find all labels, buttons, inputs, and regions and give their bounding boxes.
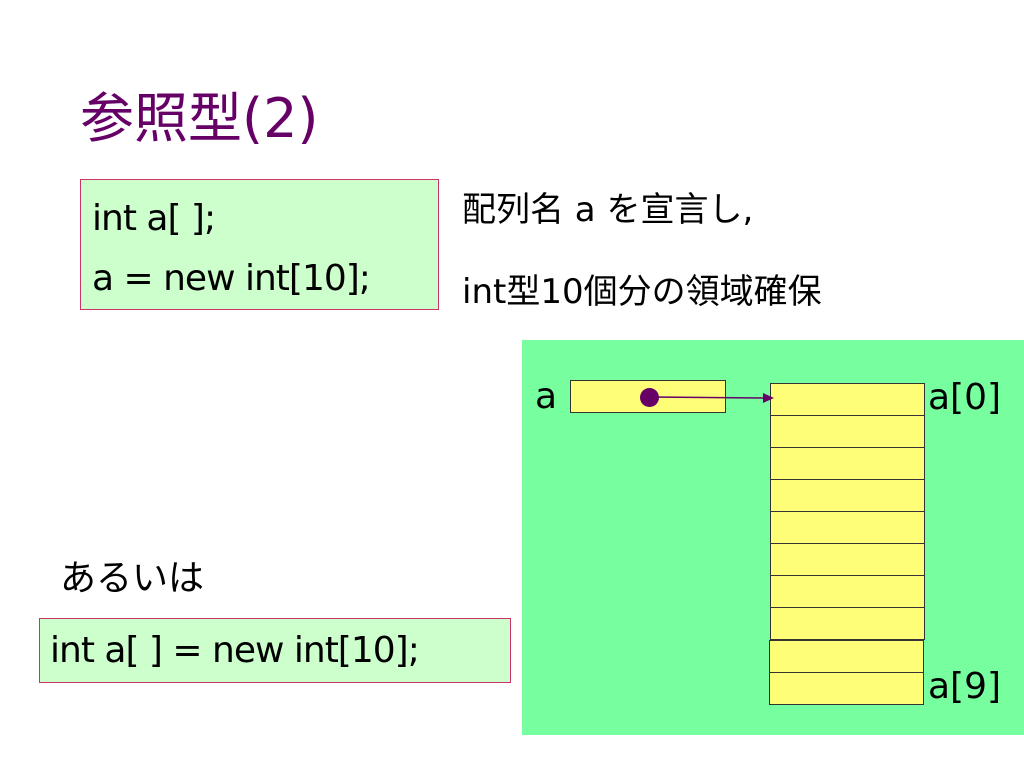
array-cell-6 xyxy=(770,575,925,608)
array-cell-0 xyxy=(770,383,925,416)
code-line-declare: int a[ ]; xyxy=(92,198,216,239)
array-cell-4 xyxy=(770,511,925,544)
code-line-combined: int a[ ] = new int[10]; xyxy=(50,630,420,671)
variable-label: a xyxy=(535,376,558,417)
array-cell-2 xyxy=(770,447,925,480)
code-line-allocate: a = new int[10]; xyxy=(92,258,371,299)
array-last-index-label: a[9] xyxy=(928,666,1002,707)
array-cell-7 xyxy=(770,607,925,640)
array-cell-3 xyxy=(770,479,925,512)
array-cell-9 xyxy=(769,672,924,705)
alternative-label: あるいは xyxy=(60,558,205,599)
array-cell-8 xyxy=(769,640,924,673)
description-line-2: int型10個分の領域確保 xyxy=(462,272,822,312)
array-cell-1 xyxy=(770,415,925,448)
pointer-dot xyxy=(640,388,659,407)
array-first-index-label: a[0] xyxy=(928,377,1002,418)
array-cell-5 xyxy=(770,543,925,576)
description-line-1: 配列名 a を宣言し, xyxy=(462,190,754,230)
code-box-combined: int a[ ] = new int[10]; xyxy=(39,618,511,683)
slide-title: 参照型(2) xyxy=(80,87,319,150)
code-box-declaration: int a[ ]; a = new int[10]; xyxy=(80,179,439,310)
